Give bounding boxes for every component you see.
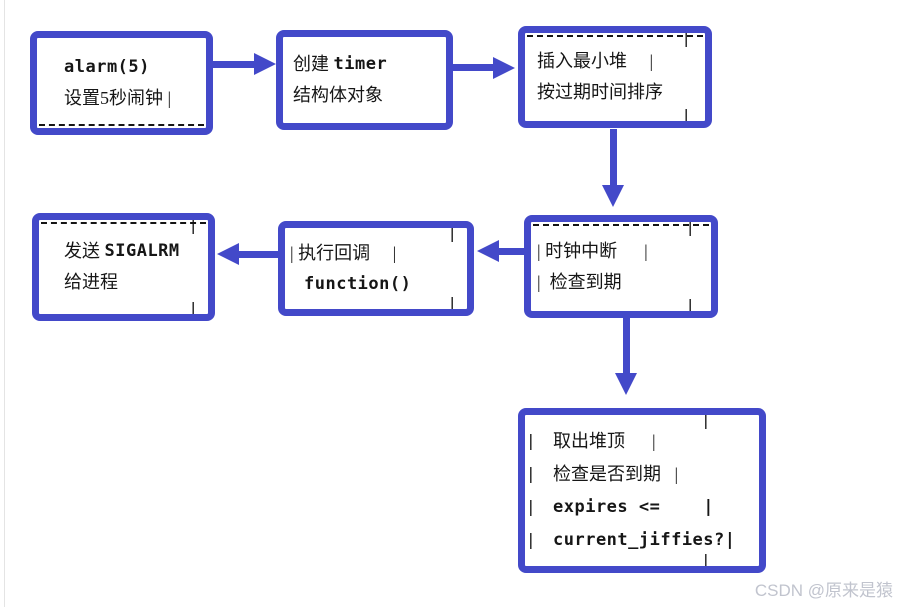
node-callback-line1: | 执行回调 | <box>290 238 467 269</box>
pipe-fragment: | <box>681 106 691 125</box>
node-expire-check-line4: current_jiffies?| <box>553 524 759 557</box>
jiffies-code-text: current_jiffies?| <box>553 529 736 550</box>
arrow-callback-to-sigalrm-shaft <box>239 251 278 258</box>
node-send-sigalrm-line1: 发送 SIGALRM <box>64 236 208 267</box>
ascii-dash-remnant <box>533 224 709 226</box>
pipe-fragment: | <box>701 410 711 429</box>
sigalrm-code-text: SIGALRM <box>104 241 180 261</box>
struct-desc-text: 结构体对象 <box>293 85 383 105</box>
arrow-interrupt-to-callback-shaft <box>499 248 525 255</box>
node-heap-insert-line2: 按过期时间排序 <box>537 77 705 108</box>
function-call-text: function() <box>304 273 412 294</box>
pipe-fragment: | <box>526 496 536 516</box>
arrow-left-icon <box>477 240 499 262</box>
node-clock-interrupt: | 时钟中断 | | 检查到期 | | <box>524 215 718 318</box>
node-alarm-line2: 设置5秒闹钟 | <box>64 83 206 114</box>
node-heap-insert-line1: 插入最小堆 | <box>537 46 705 77</box>
ascii-dash-remnant <box>39 124 204 126</box>
pipe-fragment: | <box>685 296 695 315</box>
arrow-heap-to-interrupt-shaft <box>610 129 617 185</box>
node-expire-check-line2: 检查是否到期 | <box>553 458 759 491</box>
arrow-timer-to-heap-shaft <box>453 64 495 71</box>
pipe-fragment: | <box>681 28 691 47</box>
node-clock-interrupt-line1: | 时钟中断 | <box>537 236 711 267</box>
node-expire-check-line3: expires <= | <box>553 491 759 524</box>
pipe-fragment: | <box>188 215 198 234</box>
alarm-desc-text: 设置5秒闹钟 | <box>64 88 172 108</box>
node-callback-line2: function() <box>290 269 467 300</box>
ascii-dash-remnant <box>527 35 703 37</box>
arrow-down-icon <box>602 185 624 207</box>
timer-code-text: timer <box>333 54 388 74</box>
arrow-interrupt-to-check-shaft <box>623 318 630 373</box>
node-alarm: alarm(5) 设置5秒闹钟 | <box>30 31 213 135</box>
ascii-left-pipes: | | | | <box>526 425 536 556</box>
run-callback-text: | 执行回调 | <box>290 242 397 263</box>
node-create-timer-line1: 创建 timer <box>293 49 446 80</box>
clock-interrupt-text: | 时钟中断 | <box>537 240 648 261</box>
node-expire-check: 取出堆顶 | 检查是否到期 | expires <= | current_jif… <box>518 408 766 573</box>
send-prefix-text: 发送 <box>64 241 105 261</box>
node-expire-check-line1: 取出堆顶 | <box>553 425 759 458</box>
pipe-fragment: | <box>188 299 198 318</box>
pipe-fragment: | <box>701 551 711 570</box>
pipe-fragment: | <box>526 464 536 484</box>
pipe-fragment: | <box>685 217 695 236</box>
node-clock-interrupt-line2: | 检查到期 <box>537 267 711 298</box>
arrow-right-icon <box>254 53 276 75</box>
node-send-sigalrm: 发送 SIGALRM 给进程 | | <box>32 213 215 321</box>
node-send-sigalrm-line2: 给进程 <box>64 267 208 298</box>
pop-heap-top-text: 取出堆顶 | <box>553 430 656 451</box>
arrow-down-icon <box>615 373 637 395</box>
check-expire-text: | 检查到期 <box>537 271 622 292</box>
to-process-text: 给进程 <box>64 272 118 292</box>
arrow-right-icon <box>493 57 515 79</box>
arrow-alarm-to-timer-shaft <box>212 61 256 68</box>
heap-insert-text: 插入最小堆 | <box>537 51 654 71</box>
alarm-call-text: alarm(5) <box>64 57 150 77</box>
node-heap-insert: 插入最小堆 | 按过期时间排序 | | <box>518 26 712 128</box>
pipe-fragment: | <box>447 294 457 313</box>
node-create-timer-line2: 结构体对象 <box>293 80 446 111</box>
left-edge-divider <box>4 0 5 607</box>
check-if-expired-text: 检查是否到期 | <box>553 463 679 484</box>
node-callback: | 执行回调 | function() | | <box>278 221 474 316</box>
create-prefix-text: 创建 <box>293 54 334 74</box>
pipe-fragment: | <box>447 223 457 242</box>
heap-sort-text: 按过期时间排序 <box>537 82 663 102</box>
csdn-watermark: CSDN @原来是猿 <box>754 581 893 600</box>
pipe-fragment: | <box>526 431 536 451</box>
arrow-left-icon <box>217 243 239 265</box>
ascii-dash-remnant <box>41 222 206 224</box>
node-alarm-line1: alarm(5) <box>64 52 206 83</box>
expires-code-text: expires <= | <box>553 496 715 517</box>
node-create-timer: 创建 timer 结构体对象 <box>276 30 453 130</box>
pipe-fragment: | <box>526 529 536 549</box>
